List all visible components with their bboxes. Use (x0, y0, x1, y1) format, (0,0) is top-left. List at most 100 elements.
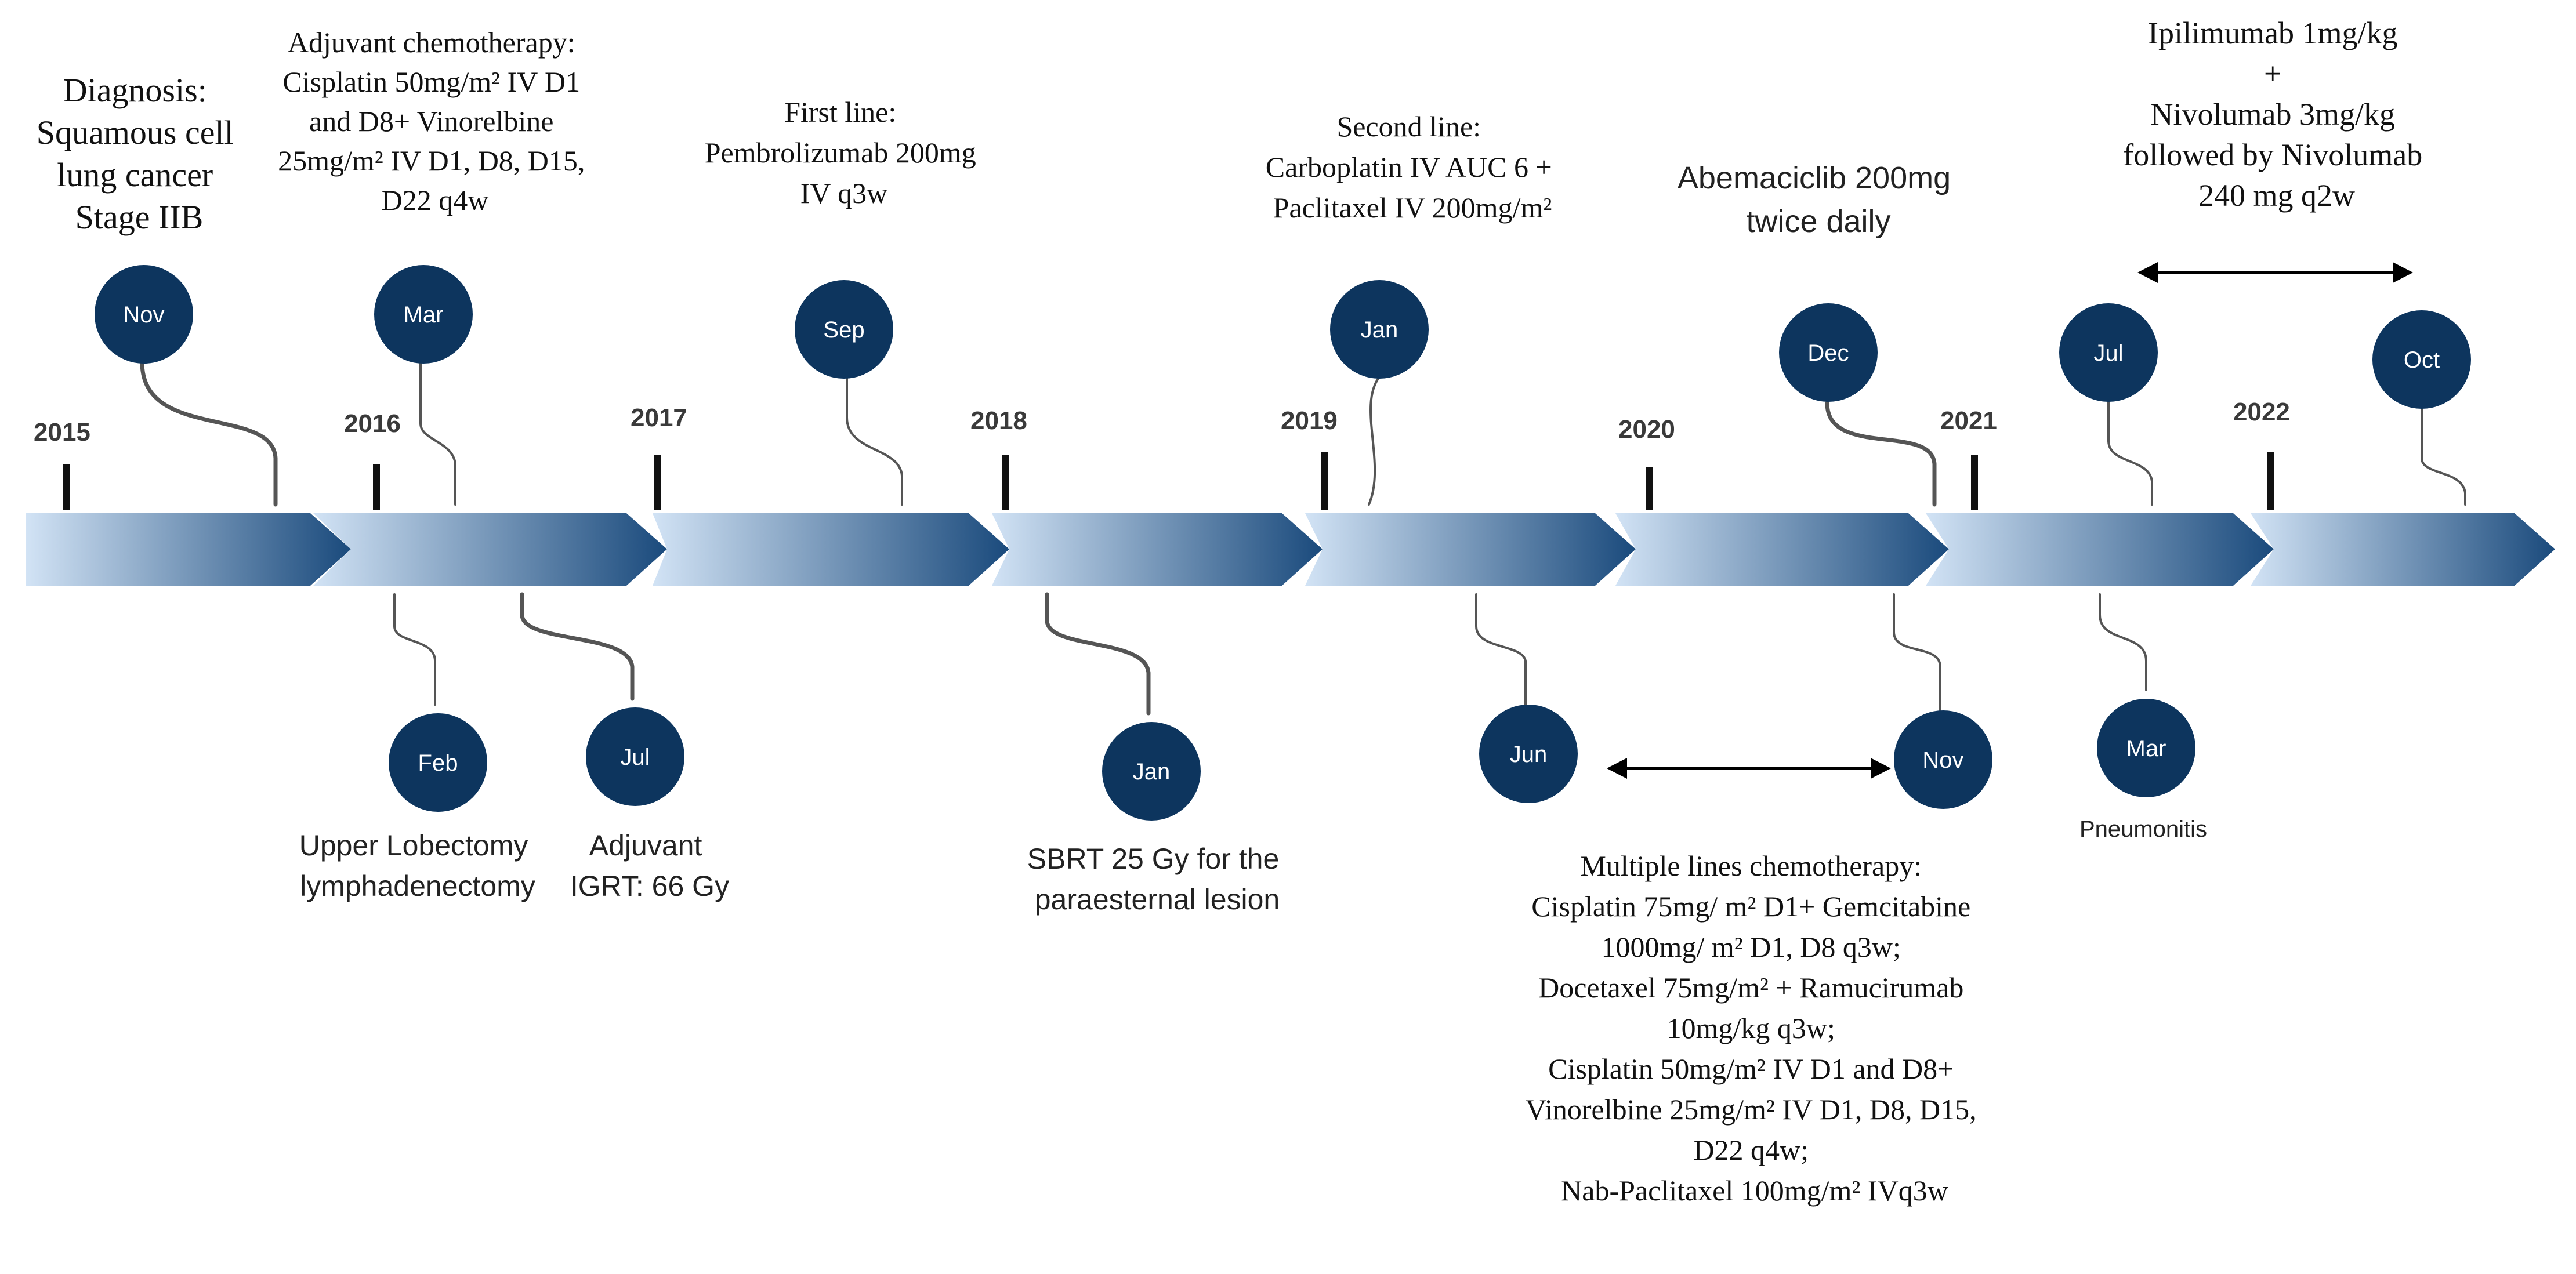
event-pneumonitis: Pneumonitis (2079, 816, 2207, 842)
connector-dec-2020 (1825, 401, 1937, 507)
event-line: lymphadenectomy (300, 870, 535, 902)
timeline-segment-1 (26, 513, 351, 586)
year-tick-2018 (1002, 455, 1009, 510)
event-line: Paclitaxel IV 200mg/m² (1273, 191, 1552, 224)
node-label: Feb (418, 750, 458, 776)
event-line: SBRT 25 Gy for the (1027, 843, 1279, 875)
event-igrt: Adjuvant IGRT: 66 Gy (570, 829, 729, 902)
event-first-line: First line: Pembrolizumab 200mg IV q3w (705, 96, 984, 209)
timeline-segment-8 (2251, 513, 2555, 586)
node-jul-2016: Jul (586, 707, 684, 806)
event-line: Squamous cell (37, 114, 234, 151)
event-line: Docetaxel 75mg/m² + Ramucirumab (1538, 971, 1963, 1004)
month-nodes: Nov Mar Sep Jan Dec Jul Oct Feb Jul Jan … (95, 265, 2471, 821)
node-jun-2019: Jun (1479, 705, 1578, 803)
node-label: Dec (1807, 340, 1849, 366)
node-label: Sep (823, 317, 864, 343)
event-line: and D8+ Vinorelbine (309, 105, 553, 137)
year-tick-2019 (1321, 452, 1328, 510)
node-feb-2016: Feb (389, 713, 487, 812)
connector-jul-2016 (520, 592, 635, 701)
event-line: Multiple lines chemotherapy: (1580, 850, 1922, 882)
year-tick-2020 (1646, 467, 1653, 510)
node-label: Nov (123, 302, 164, 328)
year-label: 2019 (1281, 406, 1338, 435)
event-line: Cisplatin 50mg/m² IV D1 and D8+ (1548, 1052, 1954, 1085)
year-tick-2015 (63, 464, 70, 510)
node-label: Jul (2093, 340, 2123, 366)
node-sep-2017: Sep (795, 280, 893, 379)
node-jan-2018: Jan (1102, 722, 1201, 821)
event-line: D22 q4w (382, 184, 489, 216)
year-label: 2017 (631, 404, 687, 432)
timeline-segment-7 (1926, 513, 2274, 586)
event-line: First line: (784, 96, 896, 128)
event-line: D22 q4w; (1693, 1134, 1809, 1166)
connector-feb-2016 (393, 593, 436, 706)
timeline-segment-3 (653, 513, 1009, 586)
event-line: IGRT: 66 Gy (570, 870, 729, 902)
connector-nov-2015 (140, 360, 278, 507)
double-arrow-multiple-lines (1607, 758, 1891, 779)
connector-jun-2019 (1475, 593, 1527, 706)
timeline-segment-6 (1615, 513, 1949, 586)
node-label: Jan (1361, 317, 1398, 343)
event-line: 25mg/m² IV D1, D8, D15, (278, 144, 585, 177)
event-diagnosis: Diagnosis: Squamous cell lung cancer Sta… (37, 71, 242, 236)
event-line: Pembrolizumab 200mg (705, 136, 976, 169)
event-sbrt: SBRT 25 Gy for the paraesternal lesion (1027, 843, 1287, 916)
connector-oct-2022 (2421, 408, 2466, 506)
timeline-segment-2 (313, 513, 667, 586)
year-tick-2017 (654, 455, 661, 510)
event-line: Adjuvant chemotherapy: (288, 26, 575, 59)
event-line: + (2264, 56, 2281, 91)
year-labels: 2015 2016 2017 2018 2019 2020 2021 2022 (34, 398, 2290, 447)
connector-jan-2018 (1045, 592, 1151, 716)
event-line: Carboplatin IV AUC 6 + (1266, 151, 1552, 183)
node-label: Jan (1133, 759, 1171, 785)
event-line: 10mg/kg q3w; (1667, 1012, 1835, 1044)
timeline-segment-4 (992, 513, 1323, 586)
event-line: Nivolumab 3mg/kg (2151, 97, 2395, 132)
event-line: 240 mg q2w (2198, 178, 2355, 213)
node-mar-2016: Mar (374, 265, 473, 364)
year-tick-2016 (373, 464, 380, 510)
year-label: 2021 (1940, 406, 1997, 435)
node-label: Jun (1510, 742, 1548, 767)
node-label: Mar (404, 302, 444, 328)
event-line: Diagnosis: (63, 71, 207, 109)
node-oct-2022: Oct (2372, 310, 2471, 409)
event-multiple-lines-chemotherapy: Multiple lines chemotherapy: Cisplatin 7… (1526, 850, 1984, 1207)
connector-jan-2019 (1368, 376, 1381, 506)
node-label: Oct (2404, 347, 2440, 373)
node-label: Mar (2126, 736, 2166, 761)
year-tick-2022 (2267, 452, 2274, 510)
year-label: 2016 (344, 409, 401, 438)
node-dec-2020: Dec (1779, 303, 1878, 402)
event-line: IV q3w (800, 177, 887, 209)
event-line: Upper Lobectomy (299, 829, 528, 862)
event-line: Abemaciclib 200mg (1678, 161, 1951, 195)
event-adjuvant-chemotherapy: Adjuvant chemotherapy: Cisplatin 50mg/m²… (278, 26, 592, 216)
connector-nov-2020 (1893, 593, 1941, 712)
timeline-segment-5 (1305, 513, 1636, 586)
connector-mar-2016 (419, 358, 456, 506)
event-line: Adjuvant (589, 829, 702, 862)
event-line: Nab-Paclitaxel 100mg/m² IVq3w (1561, 1174, 1948, 1207)
event-ipilimumab-nivolumab: Ipilimumab 1mg/kg + Nivolumab 3mg/kg fol… (2123, 16, 2430, 213)
node-label: Jul (620, 745, 650, 770)
connector-jul-2021 (2107, 396, 2153, 506)
double-arrow-ipi-nivo (2137, 262, 2413, 283)
event-line: followed by Nivolumab (2123, 137, 2422, 172)
year-label: 2020 (1618, 415, 1675, 444)
event-lobectomy: Upper Lobectomy lymphadenectomy (299, 829, 537, 902)
event-second-line: Second line: Carboplatin IV AUC 6 + Pacl… (1266, 110, 1559, 224)
connector-mar-2021 (2099, 593, 2147, 691)
event-line: Cisplatin 50mg/m² IV D1 (282, 66, 580, 98)
event-line: Cisplatin 75mg/ m² D1+ Gemcitabine (1531, 890, 1970, 923)
year-ticks (63, 452, 2274, 510)
node-nov-2015: Nov (95, 265, 193, 364)
year-label: 2018 (970, 406, 1027, 435)
event-line: Stage IIB (75, 198, 204, 236)
